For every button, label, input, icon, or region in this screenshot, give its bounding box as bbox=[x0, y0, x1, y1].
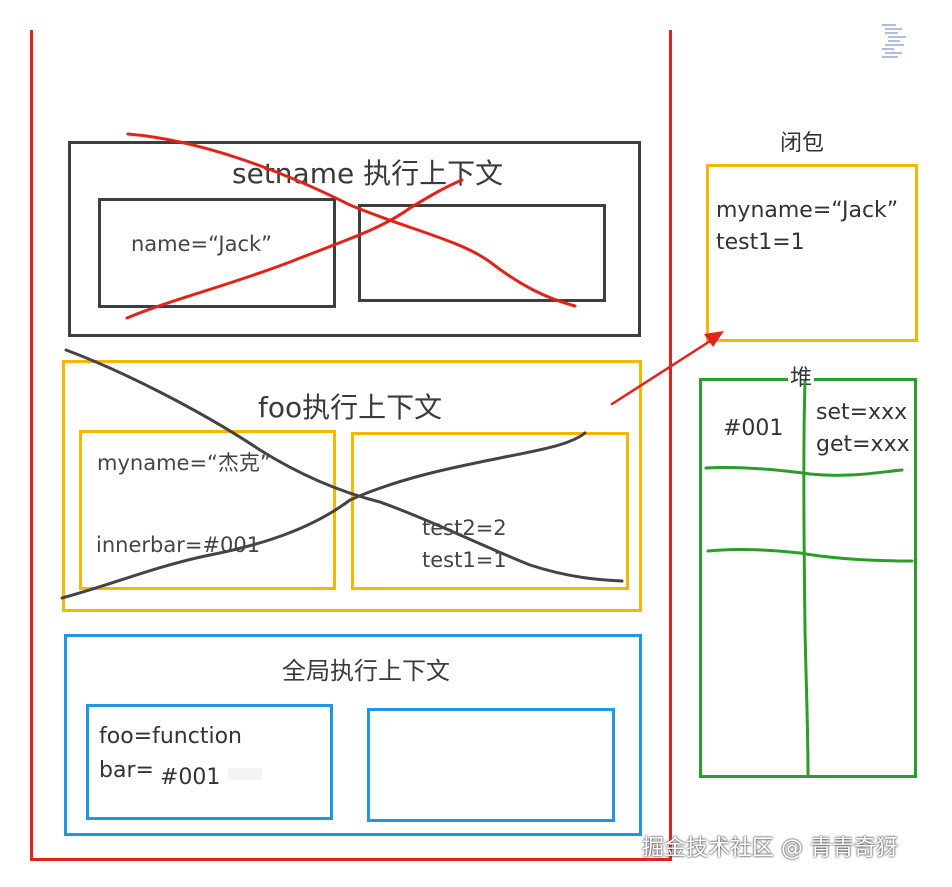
global-bar-ref: #001 bbox=[160, 765, 221, 790]
heap-title: 堆 bbox=[788, 366, 815, 391]
global-context-title: 全局执行上下文 bbox=[282, 657, 450, 685]
global-context bbox=[64, 634, 642, 836]
foo-test1-var: test1=1 bbox=[422, 548, 507, 572]
closure-myname-var: myname=“Jack” bbox=[716, 198, 899, 223]
global-lexical-env bbox=[367, 708, 615, 822]
closure-test1-var: test1=1 bbox=[716, 230, 805, 255]
foo-innerbar-var: innerbar=#001 bbox=[96, 533, 261, 557]
call-stack bbox=[30, 30, 672, 861]
foo-test2-var: test2=2 bbox=[422, 516, 507, 540]
heap-set-entry: set=xxx bbox=[816, 400, 908, 425]
setname-lexical-env bbox=[358, 204, 606, 302]
setname-context-title: setname 执行上下文 bbox=[232, 157, 504, 190]
global-bar-var: bar= bbox=[99, 758, 154, 783]
foo-myname-var: myname=“杰克” bbox=[97, 451, 271, 475]
watermark: 掘金技术社区 @ 青青奇犽 bbox=[642, 836, 898, 861]
global-foo-var: foo=function bbox=[99, 724, 242, 749]
global-variable-env bbox=[86, 704, 333, 820]
setname-name-var: name=“Jack” bbox=[131, 232, 273, 256]
closure-box bbox=[706, 164, 918, 342]
heap-ref: #001 bbox=[723, 416, 784, 441]
heap-get-entry: get=xxx bbox=[816, 432, 910, 457]
closure-title: 闭包 bbox=[780, 131, 825, 156]
thumbnail-icon bbox=[880, 22, 910, 62]
foo-context-title: foo执行上下文 bbox=[258, 391, 443, 424]
